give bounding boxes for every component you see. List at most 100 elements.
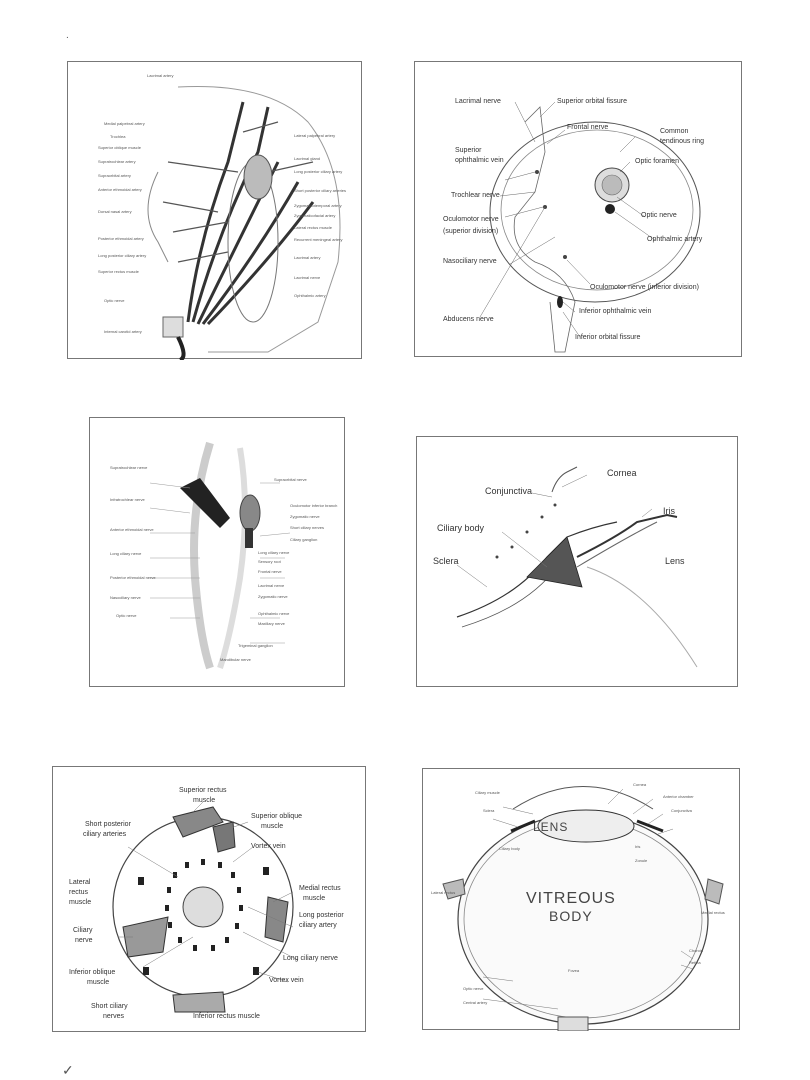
p1-label-12: Optic nerve [104,298,125,303]
nasociliary-nerve-label: Nasociliary nerve [443,258,497,265]
p1-label-4: Superior oblique muscle [98,145,141,150]
p3-label-18: Ophthalmic nerve [258,611,290,616]
superior-rectus-label: Superior rectus [179,787,227,794]
page-check-mark: ✓ [62,1062,74,1078]
orbital-arteries-figure: Lacrimal artery Medial palpebral artery … [67,61,362,360]
p3-label-11: Short ciliary nerves [290,525,325,530]
long-posterior-artery-label: ciliary artery [299,922,337,929]
posterior-eyeball-figure: Superior rectus muscle Superior oblique … [52,766,366,1032]
p6-label-14: Lateral rectus [431,890,456,895]
oculomotor-inferior-label: Oculomotor nerve (inferior division) [590,284,699,291]
lens-label: Lens [665,556,685,566]
p3-label-16: Lacrimal nerve [258,583,285,588]
p1-label-2: Medial palpebral artery [104,121,145,126]
p6-label-9: Choroid [689,948,704,953]
p6-label-1: Cornea [633,782,647,787]
p1-label-18: Zygomaticotemporal artery [294,203,342,208]
p3-label-19: Maxillary nerve [258,621,285,626]
p1-label-13: Internal carotid artery [104,329,142,334]
superior-oblique-muscle-label: muscle [261,823,284,830]
ciliary-body-drawing [456,466,698,668]
lateral-muscle-label: muscle [69,899,92,906]
ciliary-nerve-label: nerve [75,937,93,944]
frontal-nerve-label: Frontal nerve [567,124,609,131]
ophthalmic-artery-label: Ophthalmic artery [647,236,703,243]
p6-label-5: Ciliary body [499,846,520,851]
optic-nerve-label: Optic nerve [641,212,677,219]
p3-label-21: Mandibular nerve [220,657,251,662]
p3-label-8: Supraorbital nerve [274,477,307,482]
conjunctiva-label: Conjunctiva [485,486,533,496]
long-ciliary-nerve-label: Long ciliary nerve [283,955,338,962]
tendinous-ring-label: tendinous ring [660,138,704,145]
p3-label-13: Long ciliary nerve [258,550,290,555]
superior-rectus-muscle-label: muscle [193,797,216,804]
p1-label-7: Anterior ethmoidal artery [98,187,142,192]
long-posterior-label: Long posterior [299,912,344,919]
p1-label-8: Dorsal nasal artery [98,209,132,214]
medial-rectus-muscle-label: muscle [303,895,326,902]
p1-label-10: Long posterior ciliary artery [98,253,147,258]
trochlear-nerve-label: Trochlear nerve [451,192,500,199]
p1-label-19: Zygomaticofacial artery [294,213,336,218]
ciliary-label: Ciliary [73,927,93,934]
vitreous-text: VITREOUS [526,890,616,907]
p6-label-12: Optic nerve [463,986,484,991]
p1-label-15: Lacrimal gland [294,156,321,161]
p1-label-3: Trochlea [110,134,126,139]
superior-oblique-label: Superior oblique [251,813,302,820]
short-posterior-label: Short posterior [85,821,131,828]
abducens-nerve-label: Abducens nerve [443,316,494,323]
orbital-nerves-drawing [149,441,291,670]
p3-label-1: Supratrochlear nerve [110,465,148,470]
body-text: BODY [549,908,593,924]
superior-ophthalmic-vein-label: ophthalmic vein [455,157,504,164]
p1-label-1: Lacrimal artery [147,73,174,78]
p1-label-5: Supratrochlear artery [98,159,136,164]
vortex-vein-2-label: Vortex vein [269,977,304,984]
eyeball-section-figure: LENS VITREOUS BODY Cornea Anterior chamb… [422,768,740,1031]
superior-orbital-fissure-label: Superior orbital fissure [557,98,628,105]
p3-label-2: Infratrochlear nerve [110,497,145,502]
p1-label-9: Posterior ethmoidal artery [98,236,144,241]
cornea-label: Cornea [607,468,637,478]
p6-label-2: Anterior chamber [663,794,694,799]
ciliary-body-label: Ciliary body [437,523,485,533]
p3-label-15: Frontal nerve [258,569,282,574]
short-ciliary-label: Short ciliary [91,1003,128,1010]
p3-label-3: Anterior ethmoidal nerve [110,527,154,532]
p3-label-6: Nasociliary nerve [110,595,141,600]
short-posterior-arteries-label: ciliary arteries [83,831,127,838]
p3-label-10: Zygomatic nerve [290,514,320,519]
p3-label-4: Long ciliary nerve [110,551,142,556]
p6-label-10: Retina [689,960,701,965]
inferior-ophthalmic-vein-label: Inferior ophthalmic vein [579,308,652,315]
lacrimal-nerve-label: Lacrimal nerve [455,98,501,105]
short-ciliary-nerves-label: nerves [103,1013,125,1020]
p1-label-6: Supraorbital artery [98,173,131,178]
oculomotor-nerve-label: Oculomotor nerve [443,216,499,223]
p6-label-3: Conjunctiva [671,808,692,813]
p6-label-4: Ciliary muscle [475,790,500,795]
p3-label-5: Posterior ethmoidal nerve [110,575,156,580]
vortex-vein-label: Vortex vein [251,843,286,850]
rectus-label: rectus [69,889,89,896]
inferior-rectus-label: Inferior rectus muscle [193,1013,260,1020]
eyeball-section-drawing [442,786,724,1031]
p6-label-8: Sclera [483,808,495,813]
tendinous-ring-figure: Lacrimal nerve Superior orbital fissure … [414,61,742,357]
orbital-nerves-figure: Supratrochlear nerve Infratrochlear nerv… [89,417,345,687]
ciliary-body-figure: Cornea Conjunctiva Iris Ciliary body Scl… [416,436,738,687]
p3-label-7: Optic nerve [116,613,137,618]
lateral-label: Lateral [69,879,91,886]
lens-text: LENS [533,820,569,834]
posterior-eyeball-drawing [112,801,299,1013]
optic-foramen-label: Optic foramen [635,158,679,165]
inferior-orbital-fissure-label: Inferior orbital fissure [575,334,641,341]
orbital-arteries-drawing [147,85,341,360]
p1-label-22: Lacrimal artery [294,255,321,260]
medial-rectus-label: Medial rectus [299,885,341,892]
sclera-label: Sclera [433,556,459,566]
p6-label-15: Medial rectus [701,910,725,915]
p3-label-12: Ciliary ganglion [290,537,318,542]
